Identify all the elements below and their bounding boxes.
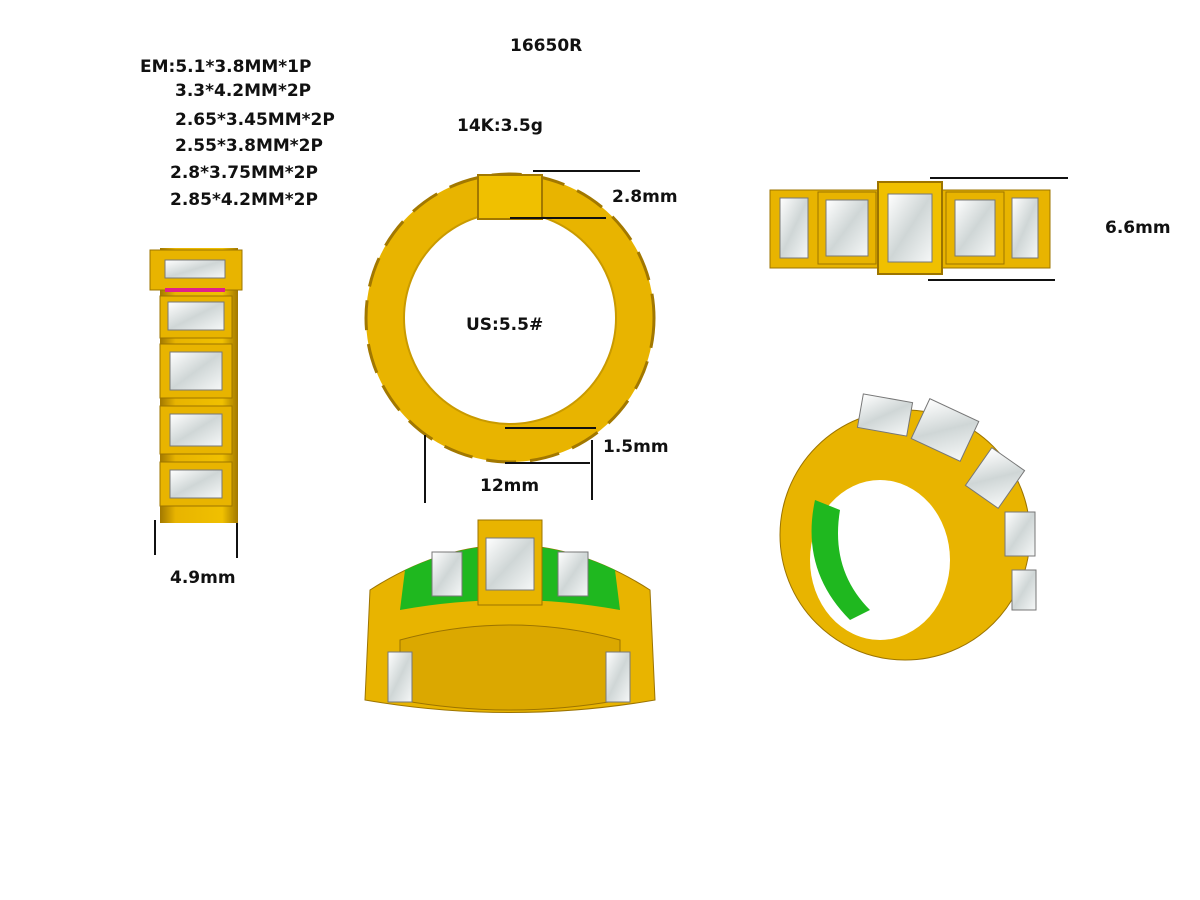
- model-number: 16650R: [510, 36, 583, 56]
- dimension-lines: [154, 170, 1068, 558]
- stone-spec: 3.3*4.2MM*2P: [175, 81, 312, 101]
- outer-width-label: 12mm: [480, 476, 540, 496]
- front-view-ring: [364, 172, 656, 464]
- stone-spec: 2.55*3.8MM*2P: [175, 136, 323, 156]
- ring-size-label: US:5.5#: [466, 315, 544, 335]
- bottom-view-ring: [364, 519, 656, 713]
- stone-spec: 2.65*3.45MM*2P: [175, 110, 335, 130]
- stone-spec: EM:5.1*3.8MM*1P: [140, 57, 312, 77]
- top-view-band: [769, 181, 1051, 275]
- band-width-bottom-label: 4.9mm: [170, 568, 236, 588]
- stone-spec: 2.85*4.2MM*2P: [170, 190, 318, 210]
- perspective-view-ring: [779, 393, 1037, 661]
- bottom-thickness-label: 1.5mm: [603, 437, 669, 457]
- band-width-top-label: 6.6mm: [1105, 218, 1171, 238]
- side-view-ring: [149, 248, 243, 523]
- metal-weight: 14K:3.5g: [457, 116, 543, 136]
- stone-spec: 2.8*3.75MM*2P: [170, 163, 318, 183]
- top-thickness-label: 2.8mm: [612, 187, 678, 207]
